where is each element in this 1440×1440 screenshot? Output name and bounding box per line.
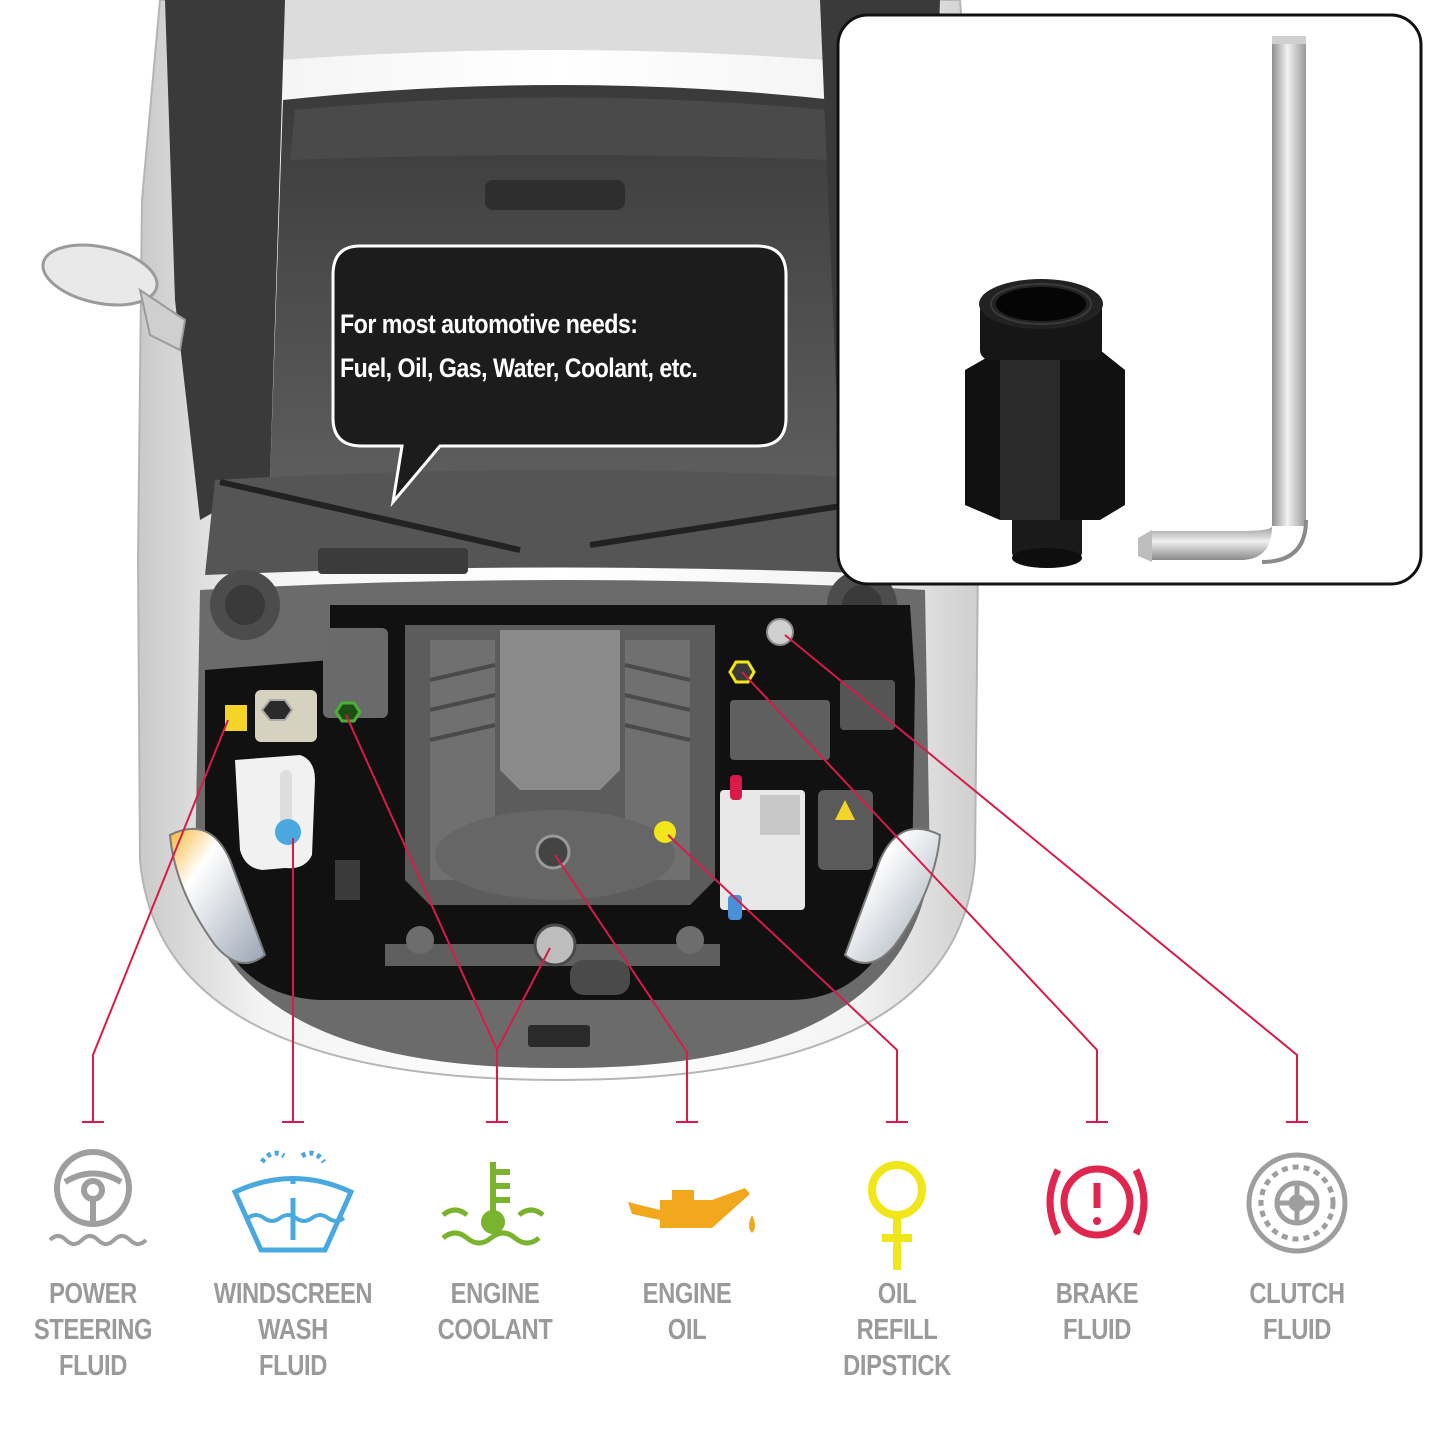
- label-line: FLUID: [1063, 1314, 1131, 1346]
- label-line: ENGINE: [642, 1278, 732, 1310]
- label-line: FLUID: [259, 1350, 327, 1382]
- label-line: REFILL: [856, 1314, 938, 1346]
- product-inset: [836, 13, 1423, 586]
- leader-lines: [82, 634, 1308, 1123]
- oil-can-icon: [628, 1188, 755, 1233]
- label-line: CLUTCH: [1249, 1278, 1345, 1310]
- label-line: POWER: [49, 1278, 137, 1310]
- label-line: FLUID: [59, 1350, 127, 1382]
- label-line: OIL: [667, 1314, 707, 1346]
- label-line: STEERING: [33, 1314, 153, 1346]
- label-line: WASH: [258, 1314, 328, 1346]
- clutch-disc-icon: [1246, 1152, 1348, 1254]
- label-engine-coolant: ENGINE COOLANT: [395, 1276, 595, 1348]
- label-line: OIL: [877, 1278, 917, 1310]
- label-line: ENGINE: [450, 1278, 540, 1310]
- callout-line-1: For most automotive needs:: [340, 309, 638, 339]
- label-line: DIPSTICK: [843, 1350, 951, 1382]
- side-mirror: [41, 243, 187, 352]
- coolant-thermometer-icon: [441, 1162, 545, 1246]
- steering-wheel-icon: [48, 1149, 148, 1246]
- dipstick-icon: [868, 1161, 926, 1270]
- label-power-steering-fluid: POWER STEERING FLUID: [0, 1276, 193, 1384]
- label-line: FLUID: [1263, 1314, 1331, 1346]
- label-oil-refill-dipstick: OIL REFILL DIPSTICK: [797, 1276, 997, 1384]
- black-fitting-image: [965, 279, 1125, 568]
- callout-text: For most automotive needs: Fuel, Oil, Ga…: [340, 302, 727, 390]
- label-engine-oil: ENGINE OIL: [587, 1276, 787, 1348]
- callout-line-2: Fuel, Oil, Gas, Water, Coolant, etc.: [340, 353, 698, 383]
- windscreen-wash-icon: [231, 1150, 355, 1253]
- hex-key-wrench-image: [1138, 36, 1308, 564]
- label-windscreen-wash-fluid: WINDSCREEN WASH FLUID: [193, 1276, 393, 1384]
- label-brake-fluid: BRAKE FLUID: [997, 1276, 1197, 1348]
- label-line: COOLANT: [437, 1314, 553, 1346]
- label-line: BRAKE: [1055, 1278, 1139, 1310]
- speech-bubble: [331, 244, 788, 508]
- label-clutch-fluid: CLUTCH FLUID: [1197, 1276, 1397, 1348]
- brake-warning-icon: [1046, 1165, 1148, 1239]
- label-line: WINDSCREEN: [213, 1278, 373, 1310]
